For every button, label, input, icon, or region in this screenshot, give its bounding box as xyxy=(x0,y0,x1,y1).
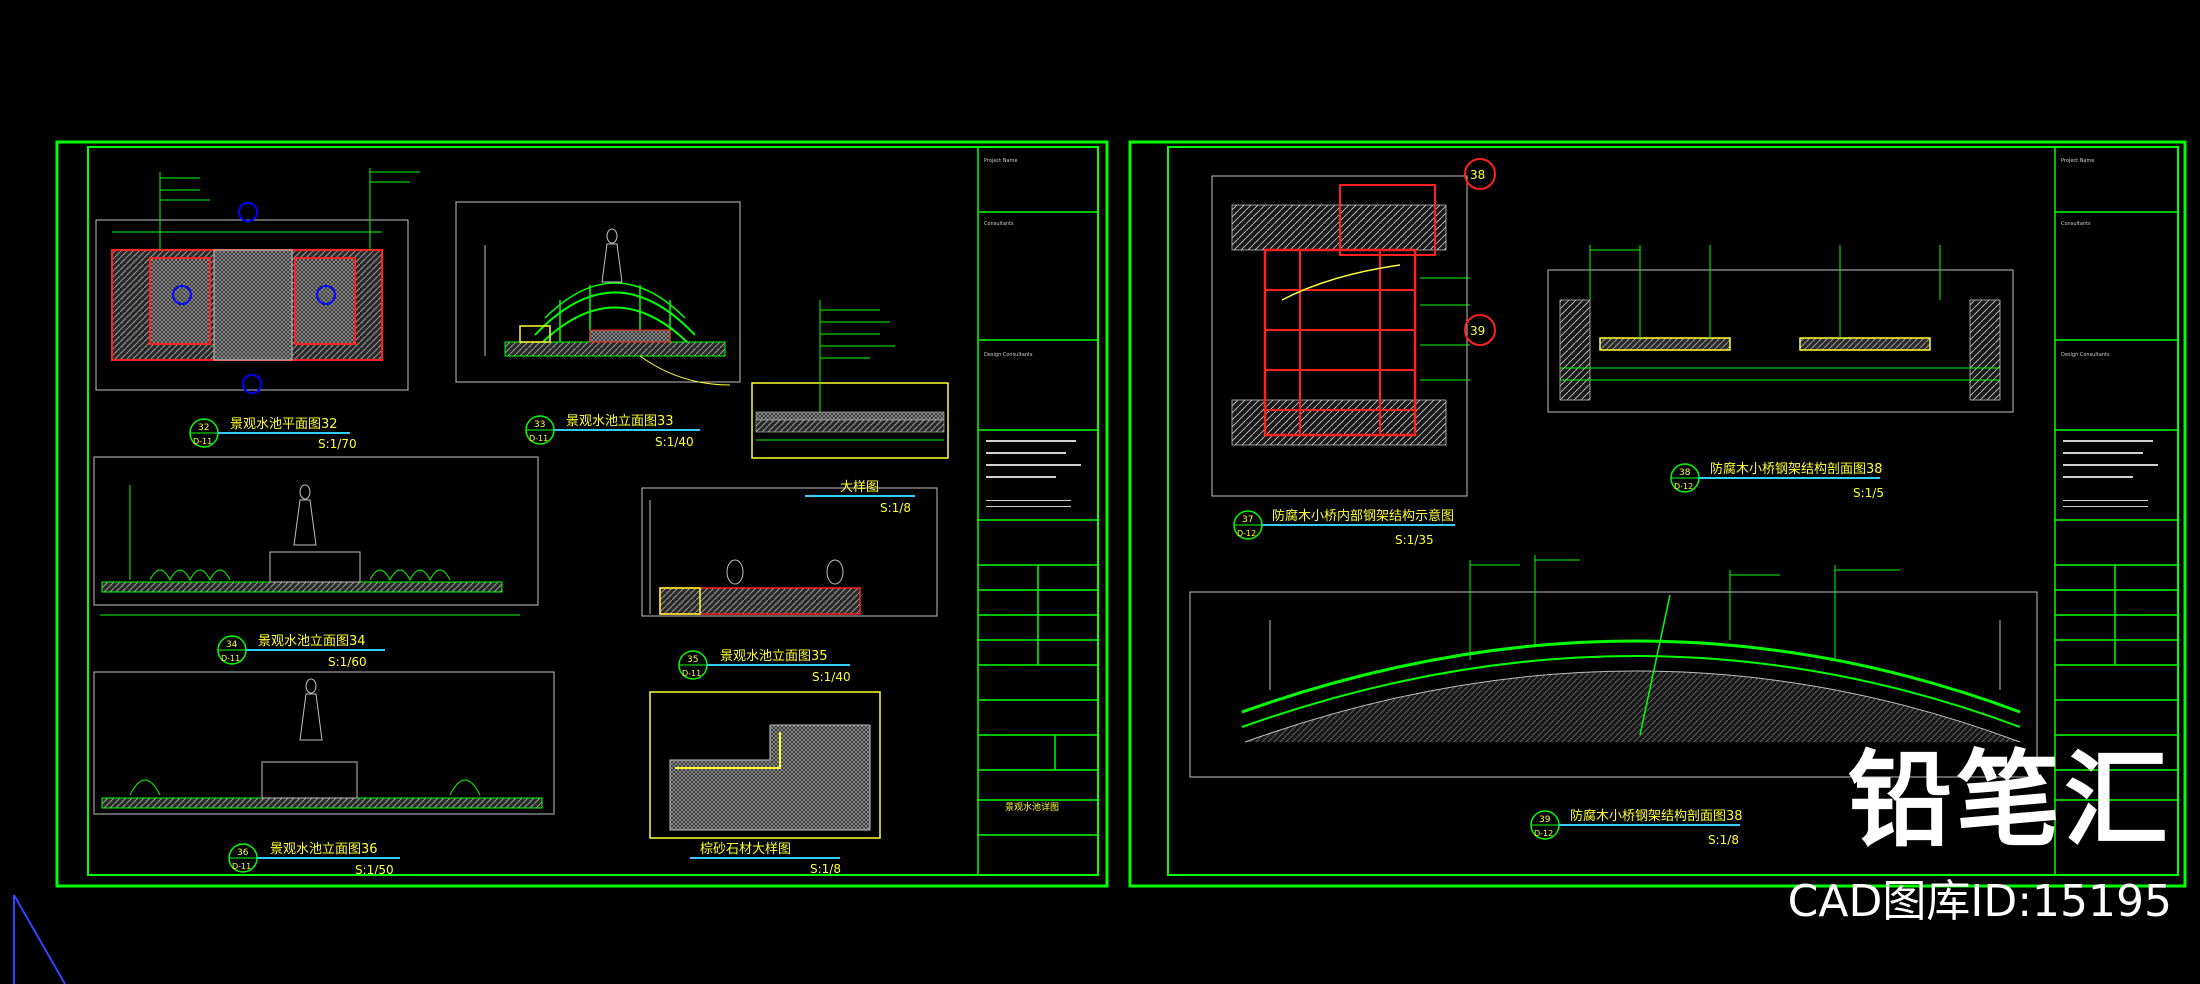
view-38-ref: D-12 xyxy=(1674,482,1693,491)
view-36-label: 36 D-11 景观水池立面图36 S:1/50 xyxy=(228,842,400,877)
view-39-ref: D-12 xyxy=(1534,829,1553,838)
detail-stone: 棕砂石材大样图 S:1/8 xyxy=(649,691,881,876)
view-33-elevation xyxy=(455,201,741,386)
view-35-number: 35 xyxy=(687,655,698,665)
view-33-number: 33 xyxy=(534,420,545,430)
callout-38-number: 38 xyxy=(1470,168,1485,182)
view-39-bridge-arch xyxy=(1189,555,2038,778)
detail-stone-scale: S:1/8 xyxy=(810,862,841,876)
left-sheet-name: 景观水池详图 xyxy=(1005,801,1059,813)
view-34-scale: S:1/60 xyxy=(328,655,367,669)
left-sheet: Project Name Consultants Design Consulta… xyxy=(55,140,1109,888)
view-34-label: 34 D-11 景观水池立面图34 S:1/60 xyxy=(217,634,385,669)
view-33-title: 景观水池立面图33 xyxy=(566,414,674,429)
view-34-number: 34 xyxy=(226,640,238,650)
view-33-label: 33 D-11 景观水池立面图33 S:1/40 xyxy=(525,414,700,449)
view-34-ref: D-11 xyxy=(221,654,240,663)
view-37-ref: D-12 xyxy=(1237,529,1256,538)
view-38-scale: S:1/5 xyxy=(1853,486,1884,500)
view-33-scale: S:1/40 xyxy=(655,435,694,449)
watermark: 铅笔汇 CAD图库ID:15195 xyxy=(1752,748,2172,924)
left-titleblock xyxy=(977,146,1099,876)
detail-large-scale: S:1/8 xyxy=(880,501,911,515)
view-37-frame xyxy=(1211,175,1470,497)
view-35-title: 景观水池立面图35 xyxy=(720,649,828,664)
detail-large-title: 大样图 xyxy=(840,480,879,495)
view-39-scale: S:1/8 xyxy=(1708,833,1739,847)
watermark-logo: 铅笔汇 xyxy=(1847,739,2172,861)
right-sheet: Project Name Consultants Design Consulta… xyxy=(1128,140,2187,888)
right-design-label: Design Consultants xyxy=(2061,352,2110,358)
svg-text:Consultants: Consultants xyxy=(984,221,1014,227)
view-36-elevation xyxy=(93,671,555,815)
view-39-title: 防腐木小桥钢架结构剖面图38 xyxy=(1570,808,1743,824)
right-titleblock xyxy=(2054,146,2179,876)
view-34-elevation xyxy=(93,456,539,616)
callout-39: 39 xyxy=(1464,314,1496,346)
callout-38: 38 xyxy=(1464,158,1496,190)
view-35-ref: D-11 xyxy=(682,669,701,678)
view-32-ref: D-11 xyxy=(193,437,212,446)
view-39-label: 39 D-12 防腐木小桥钢架结构剖面图38 S:1/8 xyxy=(1530,808,1743,847)
view-32-plan xyxy=(95,168,420,394)
view-36-ref: D-11 xyxy=(232,862,251,871)
view-37-title: 防腐木小桥内部钢架结构示意图 xyxy=(1272,508,1454,524)
view-35-scale: S:1/40 xyxy=(812,670,851,684)
watermark-id: CAD图库ID:15195 xyxy=(1787,876,2172,927)
view-36-scale: S:1/50 xyxy=(355,863,394,877)
view-35-label: 35 D-11 景观水池立面图35 S:1/40 xyxy=(678,649,851,684)
view-36-number: 36 xyxy=(237,848,249,858)
corner-mark xyxy=(13,894,66,984)
detail-stone-title: 棕砂石材大样图 xyxy=(700,842,791,857)
view-32-title: 景观水池平面图32 xyxy=(230,417,338,432)
view-32-label: 32 D-11 景观水池平面图32 S:1/70 xyxy=(189,417,357,451)
view-33-ref: D-11 xyxy=(529,434,548,443)
left-design-label: Design Consultants xyxy=(984,352,1033,358)
view-38-section xyxy=(1547,245,2014,413)
right-sheet-outer-frame xyxy=(1128,140,2187,888)
view-39-number: 39 xyxy=(1539,815,1551,825)
view-38-number: 38 xyxy=(1679,468,1691,478)
svg-text:Project Name: Project Name xyxy=(2061,158,2094,164)
view-37-number: 37 xyxy=(1242,515,1253,525)
left-sheet-outer-frame xyxy=(55,140,1109,888)
view-38-title: 防腐木小桥钢架结构剖面图38 xyxy=(1710,461,1883,477)
callout-39-number: 39 xyxy=(1470,324,1485,338)
svg-text:Consultants: Consultants xyxy=(2061,221,2091,227)
view-36-title: 景观水池立面图36 xyxy=(270,842,378,857)
svg-text:Project Name: Project Name xyxy=(984,158,1017,164)
view-32-number: 32 xyxy=(198,423,209,433)
view-34-title: 景观水池立面图34 xyxy=(258,634,366,649)
view-37-scale: S:1/35 xyxy=(1395,533,1434,547)
detail-large: 大样图 S:1/8 xyxy=(641,480,938,617)
section-detail-top xyxy=(751,300,949,459)
view-38-label: 38 D-12 防腐木小桥钢架结构剖面图38 S:1/5 xyxy=(1670,461,1884,500)
view-37-label: 37 D-12 防腐木小桥内部钢架结构示意图 S:1/35 xyxy=(1233,508,1455,547)
view-32-scale: S:1/70 xyxy=(318,437,357,451)
